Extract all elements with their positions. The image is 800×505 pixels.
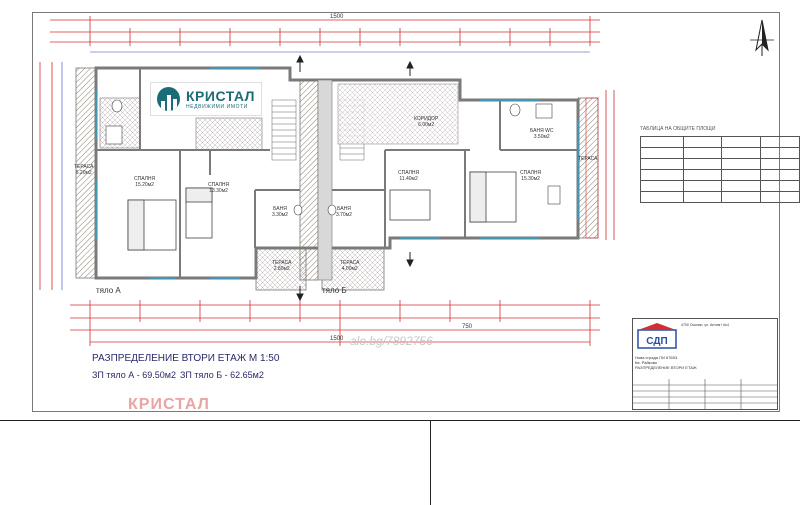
- firm-address: 4700 Смолян, ул. Антим I №4: [681, 323, 729, 327]
- exterior-walls: [94, 66, 580, 280]
- sanitary-fixtures: [105, 99, 561, 216]
- room-label: ТЕРАСА: [578, 156, 598, 162]
- right-terrace-outline: [585, 97, 599, 239]
- table-row: [640, 169, 800, 181]
- table-title: ТАБЛИЦА НА ОБЩИТЕ ПЛОЩИ: [640, 126, 716, 132]
- interior-walls: [96, 68, 578, 278]
- furniture-beds: [127, 171, 517, 251]
- agency-logo: КРИСТАЛ НЕДВИЖИМИ ИМОТИ: [150, 82, 262, 116]
- firm-logo: СДП: [635, 321, 679, 351]
- logo-name: КРИСТАЛ: [186, 87, 255, 104]
- table-row: [640, 158, 800, 170]
- area-body-b: ЗП тяло Б - 62.65м2: [180, 370, 264, 380]
- area-body-a: ЗП тяло А - 69.50м2: [92, 370, 176, 380]
- drawing-sheet: 1500 1500 750 КРИСТАЛ НЕДВИЖИМИ ИМОТИ ТЕ…: [32, 12, 800, 413]
- logo-subtitle: НЕДВИЖИМИ ИМОТИ: [186, 103, 248, 110]
- bottom-dimension-lines: [70, 300, 600, 346]
- firm-name: СДП: [646, 336, 667, 347]
- title-block: СДП 4700 Смолян, ул. Антим I №4 Нова сгр…: [632, 318, 778, 410]
- plan-title: РАЗПРЕДЕЛЕНИЕ ВТОРИ ЕТАЖ М 1:50: [92, 353, 280, 364]
- top-dimension-lines: [50, 16, 600, 53]
- right-dimension-lines: [605, 90, 615, 240]
- drawing-frame: [32, 12, 780, 412]
- bottom-panel: [0, 420, 800, 505]
- left-dimension-lines: [39, 62, 63, 290]
- firm-logo-icon: СДП: [637, 323, 677, 349]
- table-row: [640, 191, 800, 203]
- dimension-bottom-half: 750: [462, 324, 473, 330]
- dimension-total-top: 1500: [330, 14, 344, 20]
- central-shafts: [299, 79, 333, 281]
- body-b-label: тяло Б: [322, 286, 347, 295]
- terraces: [75, 67, 599, 291]
- bottom-divider: [430, 421, 431, 505]
- table-row: [640, 180, 800, 192]
- watermark-brand: КРИСТАЛ: [128, 396, 210, 413]
- project-info: Нова сграда ПИ 67653. Кв. Райково РАЗПРЕ…: [635, 355, 697, 371]
- hatched-landings: [99, 83, 459, 151]
- title-block-grid: [633, 379, 777, 409]
- watermark-url: alo.bg/7892756: [350, 334, 433, 348]
- section-markers: [296, 54, 414, 302]
- north-arrow-icon: [750, 19, 774, 56]
- body-a-label: тяло А: [96, 286, 121, 295]
- building-icon: [157, 87, 181, 111]
- area-table: [640, 136, 800, 203]
- windows: [95, 67, 579, 279]
- table-row: [640, 147, 800, 159]
- floor-plan: [39, 16, 774, 346]
- dimension-total-bottom: 1500: [330, 336, 344, 342]
- table-row: [640, 136, 800, 148]
